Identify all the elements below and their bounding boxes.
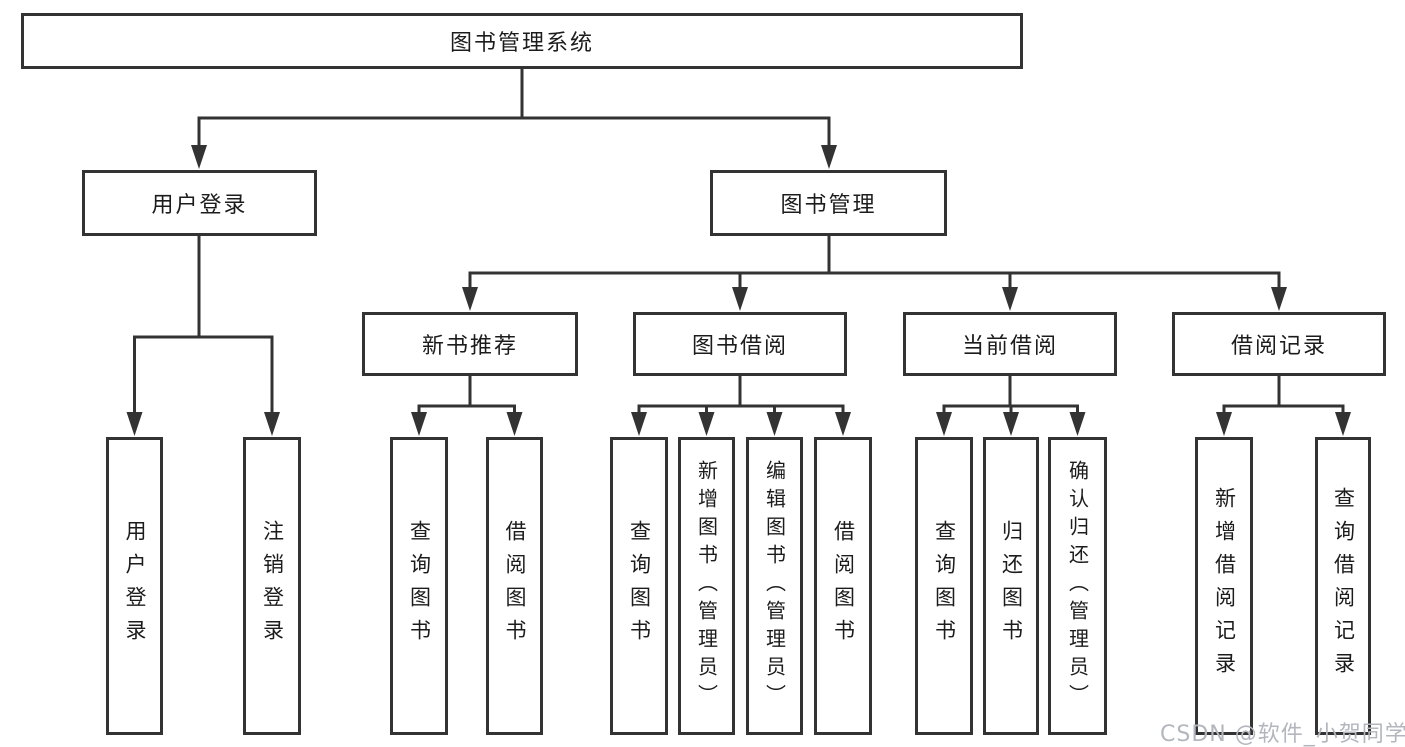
node-label: 注销登录 — [260, 520, 285, 652]
node-label: 新增图书（管理员） — [694, 460, 719, 712]
leaf-query-books-current: 查询图书 — [915, 437, 973, 735]
leaf-query-books-borrow: 查询图书 — [610, 437, 668, 735]
node-label: 新书推荐 — [421, 334, 518, 359]
leaf-borrow-books-recommend: 借阅图书 — [486, 437, 543, 735]
node-label: 查询借阅记录 — [1331, 487, 1356, 685]
arrowhead-down — [1069, 412, 1086, 436]
leaf-borrow-books: 借阅图书 — [814, 437, 872, 735]
node-label: 当前借阅 — [961, 334, 1058, 359]
leaf-user-login: 用户登录 — [106, 437, 163, 735]
leaf-logout: 注销登录 — [243, 437, 301, 735]
leaf-query-books-recommend: 查询图书 — [390, 437, 448, 735]
node-label: 查询图书 — [407, 520, 432, 652]
node-label: 图书管理系统 — [449, 31, 594, 56]
connector-line — [468, 236, 1281, 290]
arrowhead-down — [411, 412, 427, 436]
csdn-watermark: CSDN @软件_小贺同学 — [1160, 722, 1405, 747]
connector-line — [133, 236, 274, 415]
arrowhead-down — [835, 412, 851, 436]
node-label: 借阅图书 — [831, 520, 856, 652]
arrowhead-down — [126, 412, 143, 436]
arrowhead-down — [462, 287, 478, 311]
arrowhead-down — [191, 145, 207, 169]
arrowhead-down — [264, 412, 280, 436]
node-label: 借阅图书 — [503, 520, 527, 652]
node-new-book-recommendation: 新书推荐 — [362, 312, 578, 376]
arrowhead-down — [766, 412, 783, 436]
arrowhead-down — [1335, 412, 1351, 436]
arrowhead-down — [1003, 412, 1019, 436]
arrowhead-down — [698, 412, 715, 436]
node-label: 归还图书 — [999, 520, 1024, 652]
arrowhead-down — [1002, 287, 1018, 311]
connector-new-book-branch — [411, 376, 523, 436]
leaf-query-borrow-record: 查询借阅记录 — [1315, 437, 1371, 735]
node-library-system: 图书管理系统 — [21, 13, 1023, 69]
connector-root-to-level2 — [191, 69, 837, 169]
arrowhead-down — [821, 145, 837, 169]
node-book-borrowing: 图书借阅 — [633, 312, 847, 376]
connector-line — [197, 69, 831, 148]
arrowhead-down — [936, 412, 952, 436]
arrowhead-down — [631, 412, 647, 436]
node-label: 用户登录 — [123, 520, 147, 652]
arrowhead-down — [506, 412, 523, 436]
leaf-edit-book-admin: 编辑图书（管理员） — [746, 437, 803, 735]
connector-book-management-branch — [462, 236, 1287, 311]
node-label: 用户登录 — [151, 193, 248, 218]
leaf-add-book-admin: 新增图书（管理员） — [678, 437, 735, 735]
connector-line — [417, 376, 516, 416]
node-label: 借阅记录 — [1230, 334, 1327, 359]
connector-user-login-branch — [126, 236, 280, 436]
leaf-return-books: 归还图书 — [983, 437, 1039, 735]
connector-line — [1222, 376, 1345, 416]
connector-line — [637, 376, 845, 416]
node-current-borrowing: 当前借阅 — [903, 312, 1117, 376]
arrowhead-down — [1271, 287, 1287, 311]
leaf-confirm-return-admin: 确认归还（管理员） — [1048, 437, 1107, 735]
node-label: 确认归还（管理员） — [1065, 460, 1090, 712]
connector-borrow-records-branch — [1216, 376, 1351, 436]
node-label: 编辑图书（管理员） — [762, 460, 787, 712]
connector-current-borrow-branch — [936, 376, 1086, 436]
node-user-login: 用户登录 — [82, 170, 317, 236]
arrowhead-down — [732, 287, 748, 311]
connector-line — [942, 376, 1079, 416]
node-label: 查询图书 — [932, 520, 957, 652]
connector-book-borrow-branch — [631, 376, 851, 436]
node-label: 新增借阅记录 — [1212, 487, 1237, 685]
node-label: 查询图书 — [627, 520, 652, 652]
node-book-management: 图书管理 — [710, 170, 947, 236]
arrowhead-down — [1216, 412, 1232, 436]
leaf-add-borrow-record: 新增借阅记录 — [1195, 437, 1253, 735]
node-borrowing-records: 借阅记录 — [1172, 312, 1386, 376]
node-label: 图书管理 — [780, 193, 877, 218]
node-label: 图书借阅 — [691, 334, 788, 359]
